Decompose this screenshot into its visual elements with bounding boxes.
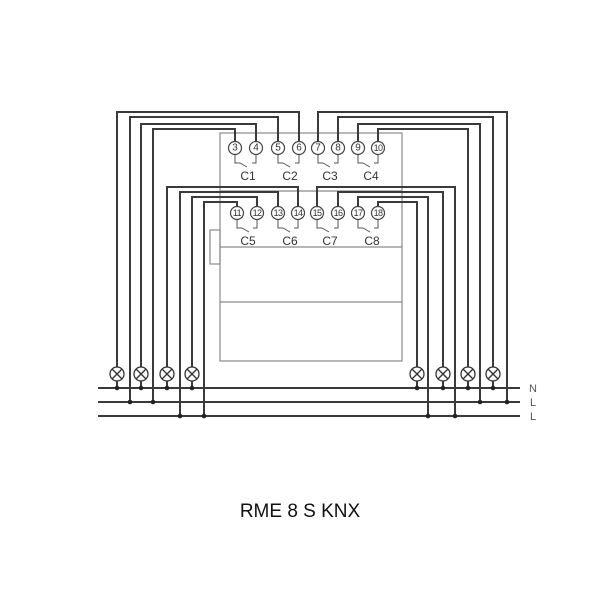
lamp-icon: [460, 366, 476, 388]
bus-n-label: N: [529, 383, 537, 395]
lamp-icon: [485, 366, 501, 388]
svg-text:10: 10: [374, 143, 383, 153]
svg-text:15: 15: [313, 208, 322, 218]
terminal-8: 8: [330, 140, 346, 156]
contacts-top: [234, 155, 379, 168]
terminal-13: 13: [270, 205, 286, 221]
channel-c2-label: C2: [282, 169, 298, 183]
terminal-15: 15: [309, 205, 325, 221]
channel-c3-label: C3: [322, 169, 338, 183]
terminal-11: 11: [229, 205, 245, 221]
channel-c1-label: C1: [240, 169, 256, 183]
svg-text:9: 9: [355, 143, 361, 154]
lamp-icon: [435, 366, 451, 388]
svg-text:11: 11: [233, 208, 242, 218]
lamp-icon: [109, 366, 125, 388]
terminal-18: 18: [370, 205, 386, 221]
junction-dots: [114, 385, 510, 419]
svg-text:16: 16: [334, 208, 343, 218]
channel-c7-label: C7: [322, 234, 338, 248]
diagram-title: RME 8 S KNX: [240, 501, 361, 522]
wires-c1-c2: [116, 111, 300, 402]
svg-text:17: 17: [354, 208, 363, 218]
svg-text:14: 14: [294, 208, 303, 218]
svg-text:7: 7: [315, 143, 321, 154]
terminal-10: 10: [370, 140, 386, 156]
terminal-7: 7: [310, 140, 326, 156]
wires-c5-c6: [166, 186, 299, 416]
svg-text:5: 5: [275, 143, 281, 154]
svg-text:3: 3: [232, 143, 238, 154]
terminals-bottom: 11 12 13 14 15 16 17 18: [229, 205, 386, 221]
contacts-bottom: [236, 220, 379, 233]
terminal-17: 17: [350, 205, 366, 221]
terminal-14: 14: [290, 205, 306, 221]
channel-c5-label: C5: [240, 234, 256, 248]
channel-labels-bottom: C5 C6 C7 C8: [240, 234, 380, 248]
lamps: [109, 366, 501, 388]
channel-c6-label: C6: [282, 234, 298, 248]
lamp-icon: [409, 366, 425, 388]
terminal-9: 9: [350, 140, 366, 156]
terminal-6: 6: [291, 140, 307, 156]
channel-c4-label: C4: [363, 169, 379, 183]
terminal-4: 4: [248, 140, 264, 156]
din-clip: [209, 229, 221, 265]
svg-text:8: 8: [335, 143, 341, 154]
channel-labels-top: C1 C2 C3 C4: [240, 169, 379, 183]
lamp-icon: [184, 366, 200, 388]
svg-text:12: 12: [253, 208, 262, 218]
terminals-top: 3 4 5 6 7 8 9 10: [227, 140, 386, 156]
lamp-icon: [133, 366, 149, 388]
wires-c3-c4: [317, 111, 508, 402]
terminal-16: 16: [330, 205, 346, 221]
terminal-3: 3: [227, 140, 243, 156]
bus-l1-label: L: [530, 397, 536, 409]
lamp-icon: [159, 366, 175, 388]
channel-c8-label: C8: [364, 234, 380, 248]
svg-text:13: 13: [274, 208, 283, 218]
terminal-5: 5: [270, 140, 286, 156]
wires-c7-c8: [316, 186, 456, 416]
svg-text:4: 4: [253, 143, 259, 154]
terminal-12: 12: [249, 205, 265, 221]
svg-text:18: 18: [374, 208, 383, 218]
bus-l2-label: L: [530, 411, 536, 423]
svg-text:6: 6: [296, 143, 302, 154]
power-bus: N L L: [98, 383, 537, 423]
